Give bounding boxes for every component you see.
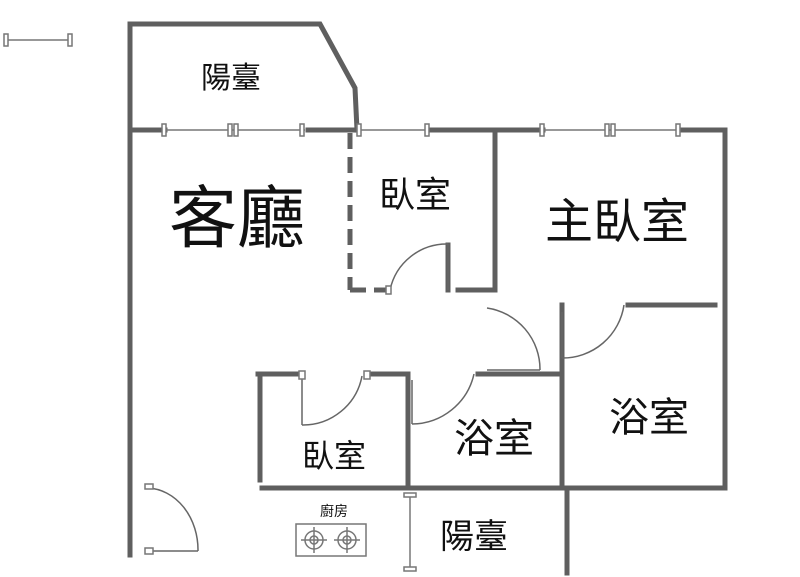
scale-bar-icon [3,33,73,47]
room-label-master-bedroom: 主臥室 [545,194,689,250]
room-label-bath-right: 浴室 [609,395,689,441]
room-label-bedroom-small: 臥室 [379,175,451,216]
room-label-kitchen: 廚房 [320,503,348,520]
walls [127,21,728,576]
room-label-balcony-top: 陽臺 [201,61,261,96]
room-label-balcony-bottom: 陽臺 [440,517,508,557]
room-label-bedroom-lower: 臥室 [302,437,366,475]
room-label-living: 客廳 [169,180,305,259]
windows [161,123,681,572]
gas-stove-icon [295,523,367,557]
doors [144,243,625,555]
room-label-bath-mid: 浴室 [454,416,534,462]
